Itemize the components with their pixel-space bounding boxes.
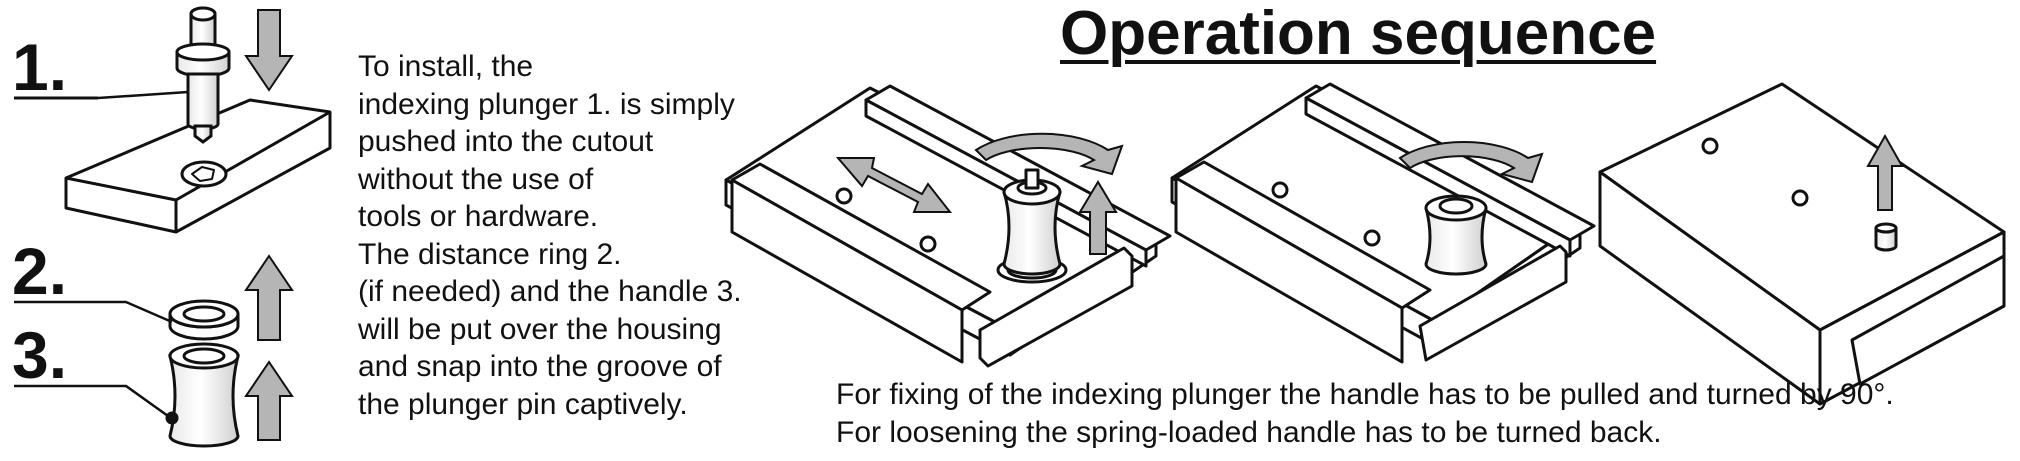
- caption-line: For fixing of the indexing plunger the h…: [836, 378, 1894, 411]
- instruction-line: will be put over the housing: [358, 312, 722, 346]
- arrow-up-icon: [244, 360, 294, 441]
- instruction-line: without the use of: [358, 162, 594, 196]
- distance-ring: [168, 299, 240, 341]
- indexing-plunger: [175, 6, 231, 144]
- step-number-1: 1.: [12, 30, 68, 104]
- step-number-2: 2.: [12, 234, 68, 308]
- instruction-line: the plunger pin captively.: [358, 387, 688, 421]
- instruction-line: indexing plunger 1. is simply: [358, 87, 735, 121]
- handle: [165, 342, 240, 448]
- arrow-down-icon: [244, 9, 294, 92]
- arrow-up-icon: [1078, 180, 1118, 255]
- sequence-step-b: [1170, 82, 1596, 364]
- step-number-3: 3.: [12, 318, 68, 392]
- arrow-up-icon: [244, 254, 294, 341]
- arrow-up-icon: [1866, 133, 1904, 211]
- instruction-line: To install, the: [358, 50, 534, 83]
- arrow-rotate-icon: [974, 132, 1124, 176]
- caption-line: For loosening the spring-loaded handle h…: [836, 416, 1662, 449]
- arrow-rotate-icon: [1398, 141, 1544, 184]
- instruction-line: pushed into the cutout: [358, 125, 654, 158]
- sequence-step-c: [1598, 82, 2006, 406]
- instruction-line: (if needed) and the handle 3.: [358, 275, 742, 308]
- instruction-line: and snap into the groove of: [358, 350, 722, 383]
- page-title: Operation sequence: [1060, 0, 1657, 68]
- operation-caption: For fixing of the indexing plunger the h…: [836, 376, 1894, 452]
- instruction-line: The distance ring 2.: [358, 237, 622, 271]
- instruction-line: tools or hardware.: [358, 200, 599, 233]
- arrow-left-right-icon: [835, 157, 953, 213]
- base-plate: [64, 98, 332, 234]
- sequence-step-a: [724, 84, 1172, 368]
- installation-instructions: To install, the indexing plunger 1. is s…: [358, 48, 798, 423]
